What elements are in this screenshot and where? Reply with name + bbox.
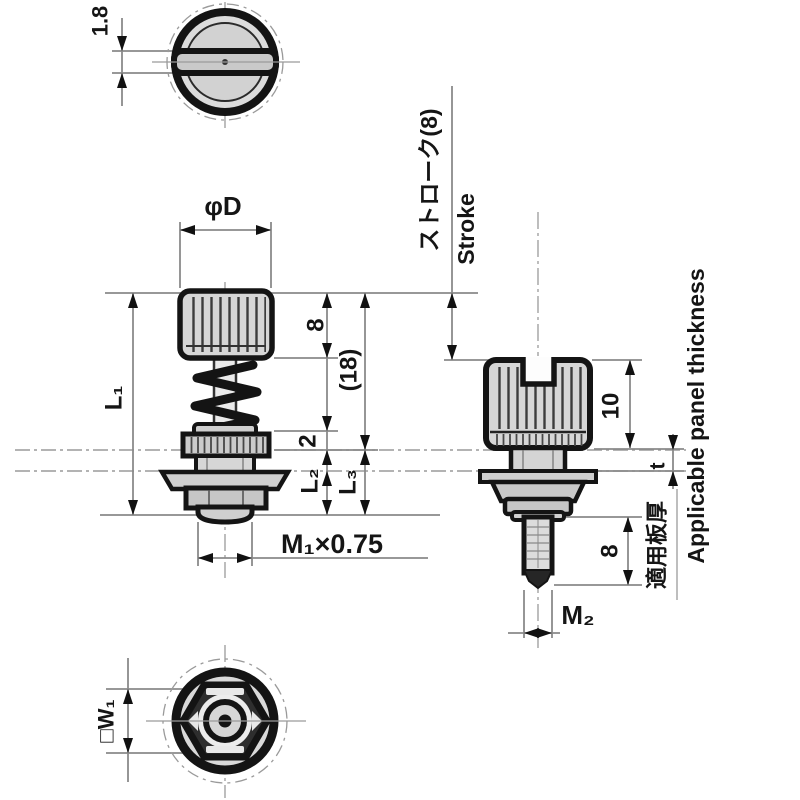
bottom-view xyxy=(146,658,306,784)
label-hex-width: □W₁ xyxy=(94,699,119,742)
dimension-labels: 1.8 φD L₁ 8 (18) 2 L₂ L₃ M₁×0.75 ストローク(8… xyxy=(88,6,710,743)
dimension-arrow xyxy=(322,293,332,308)
dimension-arrow xyxy=(117,73,127,88)
dimension-arrow xyxy=(360,435,370,450)
stud-tip xyxy=(522,569,554,590)
dimension-arrow xyxy=(537,628,552,638)
head-knurling xyxy=(186,297,266,352)
return-spring xyxy=(190,360,262,436)
label-head-height: 8 xyxy=(303,318,330,331)
panel-reference-lines xyxy=(15,449,686,472)
dimension-arrow xyxy=(524,628,539,638)
dimension-arrow xyxy=(198,553,213,563)
label-free-height: (18) xyxy=(336,349,363,392)
bushing-knurling xyxy=(186,437,266,453)
label-slot-width: 1.8 xyxy=(88,6,113,37)
dimension-arrow xyxy=(360,500,370,515)
dimension-arrow xyxy=(237,553,252,563)
bottom-cap xyxy=(195,504,255,525)
dimension-arrow xyxy=(322,416,332,431)
flange-washer xyxy=(158,469,292,492)
driver-slot-notch xyxy=(520,357,557,387)
label-panel-thickness-en: Applicable panel thickness xyxy=(683,268,709,563)
dimension-arrow xyxy=(322,471,332,486)
label-stud-thread: M₂ xyxy=(561,600,594,630)
label-head-diameter: φD xyxy=(204,191,241,221)
dimension-arrow xyxy=(180,225,195,235)
dimension-lines xyxy=(100,18,684,782)
dimension-arrow xyxy=(623,570,633,585)
dimension-arrows xyxy=(117,36,678,753)
dimension-arrow xyxy=(322,343,332,358)
label-panel-thickness-jp: 適用板厚 xyxy=(645,501,670,589)
dimension-arrow xyxy=(256,225,271,235)
dimension-arrow xyxy=(123,738,133,753)
dimension-arrow xyxy=(668,471,678,486)
hex-flat-highlight-bottom xyxy=(206,746,244,753)
dimension-arrow xyxy=(123,689,133,704)
dimension-arrow xyxy=(447,293,457,308)
head-band-knurling xyxy=(492,434,584,446)
dimension-arrow xyxy=(322,500,332,515)
label-stroke-en: Stroke xyxy=(453,193,479,265)
label-stud-thread-length: 8 xyxy=(597,544,624,557)
dimension-arrow xyxy=(668,435,678,450)
label-panel-thickness-symbol: t xyxy=(647,463,670,470)
dimension-arrow xyxy=(128,293,138,308)
label-stroke-jp: ストローク(8) xyxy=(416,108,442,251)
front-view-pressed xyxy=(478,356,598,590)
dimension-arrow xyxy=(117,36,127,51)
dimension-arrow xyxy=(625,433,635,448)
dimension-arrow xyxy=(447,345,457,360)
dimension-arrow xyxy=(360,293,370,308)
label-overall-length: L₁ xyxy=(101,386,128,411)
dimension-arrow xyxy=(322,450,332,465)
dimension-arrow xyxy=(623,517,633,532)
label-clearance: 2 xyxy=(295,434,322,447)
top-view xyxy=(152,3,300,121)
label-length-l3: L₃ xyxy=(335,469,362,495)
flange-body xyxy=(488,479,588,504)
label-length-l2: L₂ xyxy=(297,468,324,493)
bushing-neck-pressed xyxy=(508,445,568,476)
label-pressed-head-height: 10 xyxy=(598,393,625,420)
hex-flat-highlight-top xyxy=(206,688,244,695)
dimension-arrow xyxy=(360,450,370,465)
dimension-arrow xyxy=(128,500,138,515)
dimension-arrow xyxy=(625,360,635,375)
label-mounting-thread: M₁×0.75 xyxy=(281,529,383,559)
front-view-released xyxy=(158,288,292,525)
